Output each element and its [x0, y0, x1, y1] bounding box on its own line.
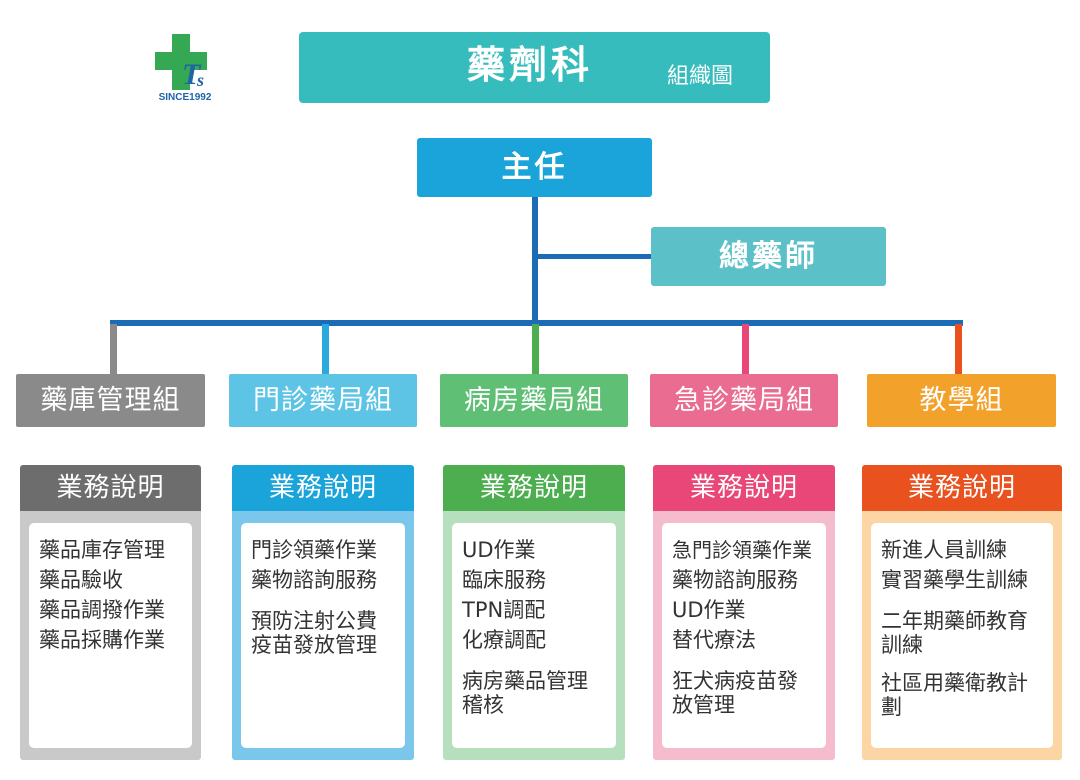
connector-group-5: [955, 324, 962, 374]
svg-text:s: s: [196, 70, 204, 90]
chief-pharmacist-box: 總藥師: [651, 227, 886, 286]
duty-item: 藥品庫存管理: [39, 538, 165, 562]
duty-panel-outpatient: 門診領藥作業 藥物諮詢服務 預防注射公費疫苗發放管理: [232, 511, 414, 760]
director-box: 主任: [417, 138, 652, 197]
duty-panel-ward: UD作業 臨床服務 TPN調配 化療調配 病房藥品管理稽核: [443, 511, 625, 760]
duty-item: 二年期藥師教育訓練: [881, 609, 1028, 657]
group-education: 教學組: [867, 374, 1056, 427]
page-title: 藥劑科: [466, 43, 593, 87]
duty-item: 化療調配: [462, 628, 546, 652]
group-warehouse: 藥庫管理組: [16, 374, 205, 427]
duty-item: 藥品驗收: [39, 568, 123, 592]
hospital-logo: T s: [150, 32, 225, 107]
logo-text: SINCE1992: [158, 92, 212, 103]
duty-item: TPN調配: [462, 598, 546, 622]
duty-header-warehouse: 業務說明: [20, 465, 201, 511]
duty-item: 藥物諮詢服務: [672, 568, 798, 592]
group-outpatient: 門診藥局組: [229, 374, 417, 427]
duty-header-ward: 業務說明: [443, 465, 625, 511]
duty-item: UD作業: [462, 538, 536, 562]
group-ward: 病房藥局組: [440, 374, 628, 427]
duty-item: 門診領藥作業: [251, 538, 377, 562]
duty-item: UD作業: [672, 598, 746, 622]
duty-item: 替代療法: [672, 628, 756, 652]
duty-header-emergency: 業務說明: [653, 465, 835, 511]
duty-item: 社區用藥衛教計劃: [881, 671, 1028, 719]
green-cross-icon: T s: [155, 34, 207, 91]
page-subtitle: 組織圖: [666, 64, 733, 89]
duty-panel-education: 新進人員訓練 實習藥學生訓練 二年期藥師教育訓練 社區用藥衛教計劃: [862, 511, 1062, 760]
duty-item: 藥物諮詢服務: [251, 568, 377, 592]
title-banner: [299, 32, 770, 103]
duty-item: 急門診領藥作業: [672, 538, 812, 562]
svg-text:T: T: [182, 58, 202, 91]
duty-item: 狂犬病疫苗發放管理: [672, 669, 798, 717]
duty-item: 預防注射公費疫苗發放管理: [251, 609, 377, 657]
duty-item: 藥品調撥作業: [39, 598, 165, 622]
duty-item: 新進人員訓練: [881, 538, 1007, 562]
connector-main-vertical: [532, 197, 538, 325]
connector-horizontal: [110, 320, 963, 326]
connector-group-3: [532, 324, 539, 374]
duty-panel-warehouse: 藥品庫存管理 藥品驗收 藥品調撥作業 藥品採購作業: [20, 511, 201, 760]
duty-item: 藥品採購作業: [39, 628, 165, 652]
connector-group-4: [742, 324, 749, 374]
duty-item: 臨床服務: [462, 568, 546, 592]
connector-group-1: [110, 324, 117, 374]
duty-panel-emergency: 急門診領藥作業 藥物諮詢服務 UD作業 替代療法 狂犬病疫苗發放管理: [653, 511, 835, 760]
connector-group-2: [322, 324, 329, 374]
duty-header-education: 業務說明: [862, 465, 1062, 511]
group-emergency: 急診藥局組: [650, 374, 838, 427]
connector-chief: [535, 254, 651, 259]
duty-item: 病房藥品管理稽核: [462, 669, 588, 717]
duty-header-outpatient: 業務說明: [232, 465, 414, 511]
duty-item: 實習藥學生訓練: [881, 568, 1028, 592]
